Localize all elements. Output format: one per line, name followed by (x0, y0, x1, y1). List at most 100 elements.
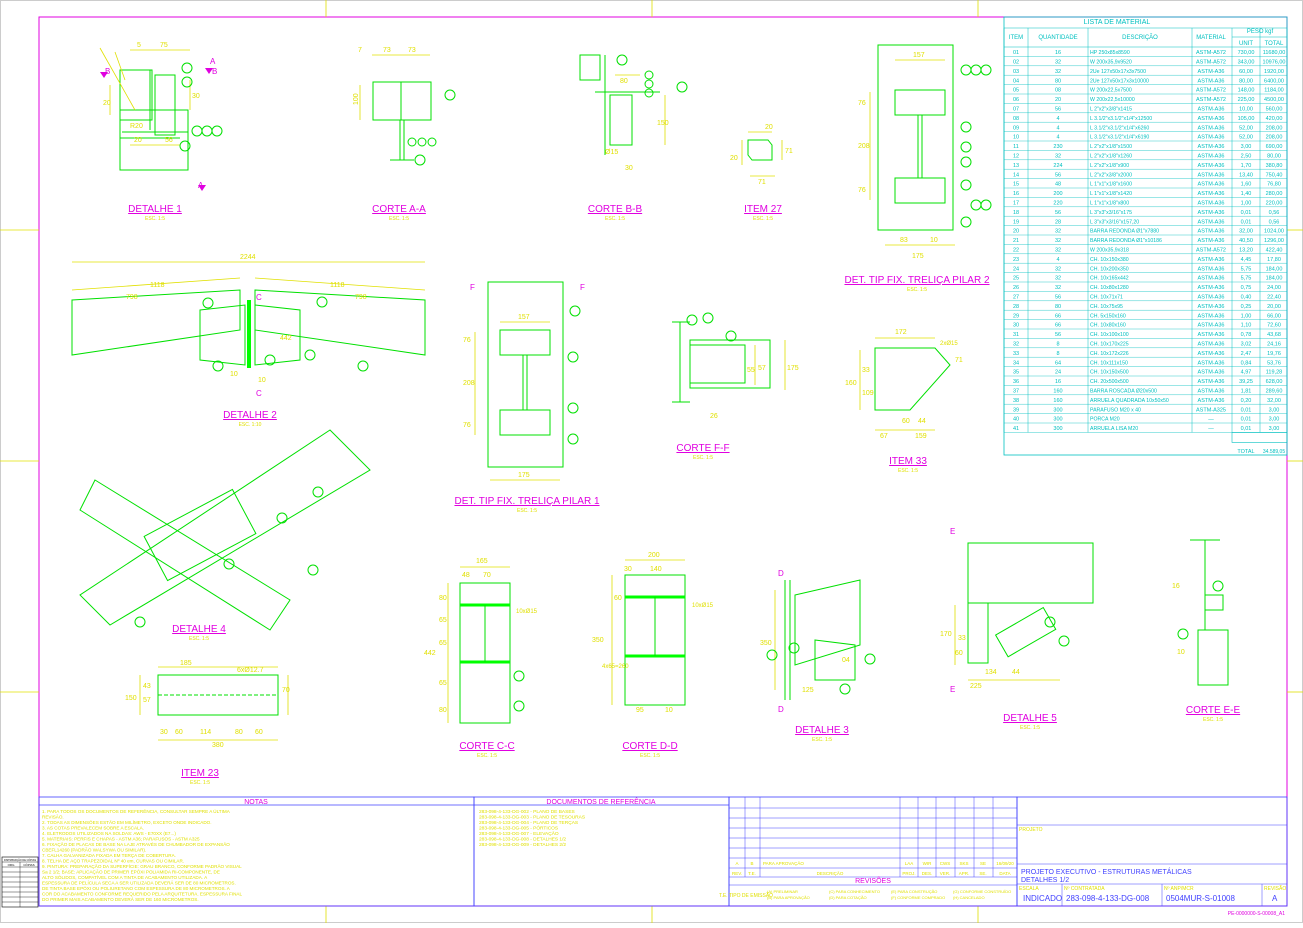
mat-cell: ASTM-A572 (1196, 88, 1226, 94)
det-tip-pilar-1: 157 76 208 76 175 F F DET. TIP FIX. TREL… (454, 281, 600, 514)
mat-cell: ASTM-A36 (1198, 370, 1225, 376)
revision-type: (D) PARA COTAÇÃO (829, 895, 867, 900)
corte-c-c: 165 48 70 10xØ15 80 65 65 65 80 442 CORT… (424, 558, 538, 759)
cc-dim: 80 (439, 707, 447, 714)
detalhe-5: 170 60 33 134 44 225 E E DETALHE 5 ESC. … (940, 527, 1094, 731)
note-line: 8. TELHA DE AÇO TRAPEZOIDAL Nº 40 em, CU… (42, 859, 184, 864)
i33-dim: 60 (902, 418, 910, 425)
mat-cell: 1,40 (1241, 191, 1252, 197)
mat-cell: L 1"x1"x1/8"x800 (1090, 201, 1129, 207)
mat-cell: 32 (1055, 276, 1061, 282)
mat-cell: 19,76 (1267, 351, 1281, 357)
revision-type: (F) CONFORME COMPRADO (891, 895, 945, 900)
cd-dim: 200 (648, 552, 660, 559)
t2-dim: 175 (912, 253, 924, 260)
d3-dim: 350 (760, 640, 772, 647)
cd-dim: 95 (636, 707, 644, 714)
mat-cell: 2,50 (1241, 154, 1252, 160)
revision-header: DESCRIÇÃO (817, 870, 844, 876)
notes-block: NOTAS 1. PARA TODOS OS DOCUMENTOS DE REF… (38, 796, 475, 907)
mat-cell: ARRUELA LISA M20 (1090, 426, 1138, 432)
mat-cell: CH. 10x100x100 (1090, 332, 1129, 338)
note-line: ESPESSURA DE PELÍCULA SECA A SER UTILIZA… (42, 880, 236, 886)
i27-dim: 71 (758, 179, 766, 186)
references-lines: 283-098-4-133-DG-002 - PLANO DE BASES283… (479, 809, 585, 848)
mat-cell: ASTM-A36 (1198, 69, 1225, 75)
mat-cell: 16 (1055, 50, 1061, 56)
cc-dim: 65 (439, 680, 447, 687)
mat-cell: 72,60 (1267, 323, 1281, 329)
mat-cell: ASTM-A36 (1198, 125, 1225, 131)
mat-cell: 750,40 (1266, 172, 1283, 178)
mat-cell: ASTM-A36 (1198, 276, 1225, 282)
detalhe-3: 350 04 125 D D DETALHE 3 ESC. 1:5 (760, 569, 876, 743)
cc-dim: 10xØ15 (516, 609, 538, 615)
corte-b-b: 80 150 30 Ø15 CORTE B-B ESC. 1:5 (579, 54, 688, 222)
cd-dim: 30 (624, 566, 632, 573)
mat-cell: 208,00 (1266, 135, 1283, 141)
cc-dim: 80 (439, 595, 447, 602)
mat-cell: 420,00 (1266, 116, 1283, 122)
mat-cell: 14 (1013, 172, 1019, 178)
mat-cell: 05 (1013, 88, 1019, 94)
i23-dim: 57 (143, 697, 151, 704)
view-title-corte-e-e: CORTE E-E (1186, 705, 1241, 716)
mat-cell: 24 (1055, 370, 1061, 376)
view-title-item-33: ITEM 33 (889, 456, 927, 467)
i23-dim: 380 (212, 742, 224, 749)
t2-dim: 208 (858, 143, 870, 150)
view-scale-corte-e-e: ESC. 1:5 (1203, 717, 1223, 723)
revision-cell: A (735, 861, 738, 866)
mat-cell: 560,00 (1266, 107, 1283, 113)
mat-cell: CH. 10x150x500 (1090, 370, 1129, 376)
mat-cell: 148,00 (1238, 88, 1255, 94)
i23-dim: 185 (180, 660, 192, 667)
mat-cell: 2Ue 127x50x17x3x7500 (1090, 69, 1146, 75)
mat-cell: ASTM-A36 (1198, 351, 1225, 357)
mat-cell: HP 250x85x8590 (1090, 50, 1130, 56)
mat-cell: CH. 5x150x160 (1090, 313, 1126, 319)
mat-cell: 225,00 (1238, 97, 1255, 103)
view-title-detalhe-4: DETALHE 4 (172, 624, 226, 635)
mat-cell: ASTM-A36 (1198, 210, 1225, 216)
mat-cell: 4 (1056, 116, 1059, 122)
i23-dim: 114 (200, 729, 211, 736)
mat-cell: 24,16 (1267, 342, 1281, 348)
mat-cell: ASTM-A36 (1198, 238, 1225, 244)
mat-cell: ASTM-A36 (1198, 144, 1225, 150)
revisao-value: A (1272, 894, 1278, 903)
ca-dim: 7 (358, 47, 362, 54)
mat-cell: ASTM-A36 (1198, 342, 1225, 348)
d1-section-b2: B (212, 67, 217, 76)
mat-cell: ASTM-A36 (1198, 332, 1225, 338)
note-line: DO PRIMER MAIS ACABAMENTO DEVERÁ SER DE … (42, 896, 199, 902)
i33-dim: 160 (845, 380, 857, 387)
d1-section-a2: A (198, 181, 204, 190)
mat-cell: 0,78 (1241, 332, 1252, 338)
mat-header-item: ITEM (1009, 35, 1023, 41)
mat-cell: ASTM-A36 (1198, 135, 1225, 141)
d5-dim: 170 (940, 631, 952, 638)
corte-f-f: 55 57 175 26 CORTE F-F ESC. 1:5 (672, 312, 799, 461)
d5-dim: 44 (1012, 669, 1020, 676)
revision-type: (B) PARA APROVAÇÃO (767, 895, 810, 900)
mat-cell: 56 (1055, 172, 1061, 178)
mat-cell: 53,76 (1267, 360, 1281, 366)
revisions-tipo-label: T.E. TIPO DE EMISSÃO (719, 892, 773, 899)
mat-cell: 27 (1013, 295, 1019, 301)
mat-cell: ASTM-A36 (1198, 172, 1225, 178)
d1-dim: 5 (137, 42, 141, 49)
mat-cell: ASTM-A325 (1196, 407, 1226, 413)
mat-cell: ASTM-A36 (1198, 163, 1225, 169)
d2-section-c: C (256, 293, 262, 302)
cc-dim: 70 (483, 572, 491, 579)
mat-cell: 36 (1013, 379, 1019, 385)
mat-cell: 80 (1055, 304, 1061, 310)
material-list-title: LISTA DE MATERIAL (1084, 19, 1151, 26)
d2-dim: 798 (126, 294, 138, 301)
t1-dim: 76 (463, 422, 471, 429)
reference-line: 283-098-4-133-DG-009 - DETALHES 2/2 (479, 842, 566, 848)
mat-cell: ASTM-A36 (1198, 398, 1225, 404)
view-scale-detalhe-1: ESC. 1:5 (145, 216, 165, 222)
revision-type: (C) PARA CONHECIMENTO (829, 889, 880, 894)
